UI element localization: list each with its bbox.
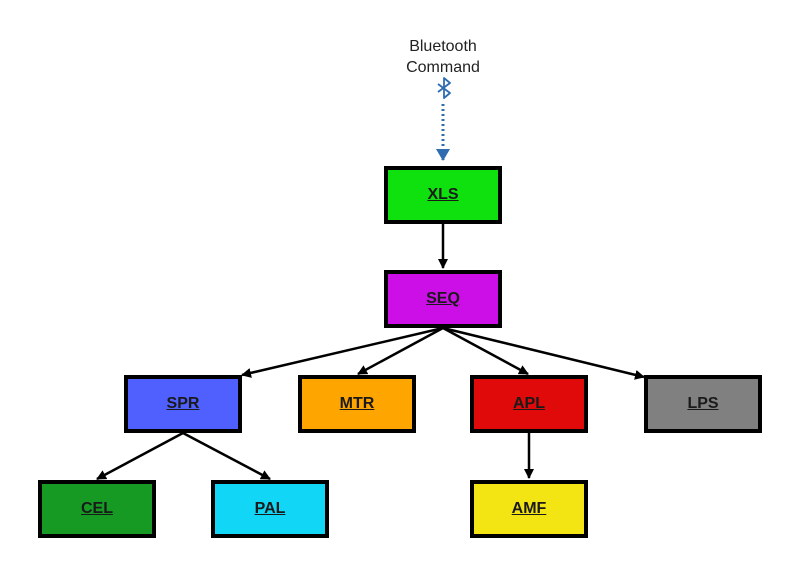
bluetooth-label-line2: Command xyxy=(406,59,480,76)
edge-seq-mtr xyxy=(357,326,444,376)
node-amf[interactable]: AMF xyxy=(470,480,588,538)
edge-spr-pal xyxy=(182,431,271,481)
node-seq[interactable]: SEQ xyxy=(384,270,502,328)
node-lps[interactable]: LPS xyxy=(644,375,762,433)
edge-seq-spr xyxy=(241,326,444,378)
bluetooth-label-line1: Bluetooth xyxy=(409,38,477,55)
edges-layer xyxy=(96,224,645,481)
node-cel[interactable]: CEL xyxy=(38,480,156,538)
node-apl[interactable]: APL xyxy=(470,375,588,433)
bluetooth-command-label: Bluetooth Command xyxy=(393,36,493,78)
node-pal[interactable]: PAL xyxy=(211,480,329,538)
edge-seq-apl xyxy=(442,326,529,376)
edge-spr-cel xyxy=(96,431,184,481)
edge-seq-lps xyxy=(442,326,645,380)
bluetooth-icon xyxy=(437,77,451,99)
node-mtr[interactable]: MTR xyxy=(298,375,416,433)
node-xls[interactable]: XLS xyxy=(384,166,502,224)
node-spr[interactable]: SPR xyxy=(124,375,242,433)
